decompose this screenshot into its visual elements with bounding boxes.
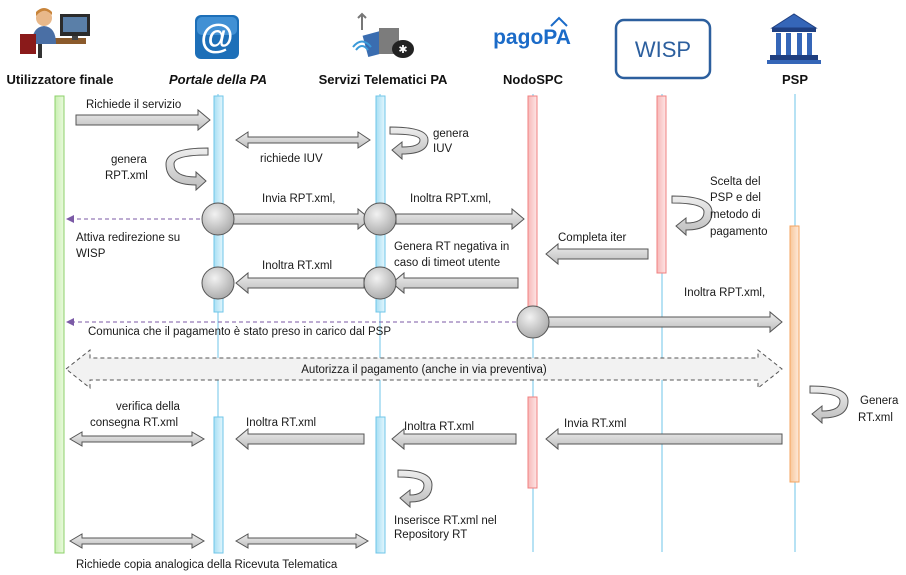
- actor-label-psp: PSP: [782, 72, 808, 87]
- bank-building-icon: [767, 13, 821, 64]
- msg-scelta-2: PSP e del: [710, 192, 761, 204]
- msg-genera-rpt-1: genera: [111, 154, 147, 166]
- pagopa-logo-icon: pagoPA: [493, 16, 571, 49]
- msg-completa-iter: Completa iter: [558, 232, 627, 244]
- node-portale-2: [201, 266, 235, 300]
- msg-scelta-4: pagamento: [710, 226, 768, 238]
- svg-text:✱: ✱: [398, 43, 407, 56]
- user-at-desk-icon: [20, 8, 90, 58]
- actor-label-nodo: NodoSPC: [503, 72, 564, 87]
- activation-utente: [54, 95, 65, 554]
- msg-attiva-redirezione-1: Attiva redirezione su: [76, 232, 180, 244]
- activation-portale-2: [213, 416, 224, 554]
- arrow-inoltra-rpt: [395, 207, 525, 231]
- msg-genera-rpt-2: RPT.xml: [105, 170, 148, 182]
- arrow-invia-rt: [545, 427, 783, 451]
- arrow-inoltra-rt-3: [391, 427, 517, 451]
- activation-nodo-2: [527, 396, 538, 489]
- loop-inserisce-rt: [397, 469, 433, 509]
- msg-genera-rt-negativa-1: Genera RT negativa in: [394, 241, 509, 253]
- node-nodo-1: [516, 305, 550, 339]
- arrow-autorizza-pagamento: [65, 348, 783, 390]
- msg-inoltra-rt-3: Inoltra RT.xml: [404, 421, 474, 433]
- msg-verifica-1: verifica della: [116, 401, 181, 413]
- actor-label-servizi: Servizi Telematici PA: [319, 72, 448, 87]
- activation-psp: [789, 225, 800, 483]
- wisp-box-icon: WISP: [614, 18, 712, 80]
- arrow-inoltra-rt-1: [235, 271, 365, 295]
- loop-scelta-psp: [671, 195, 713, 237]
- msg-autorizza: Autorizza il pagamento (anche in via pre…: [301, 364, 547, 376]
- svg-text:pagoPA: pagoPA: [493, 26, 571, 49]
- at-sign-portal-icon: @: [195, 15, 239, 59]
- msg-richiede-servizio: Richiede il servizio: [86, 99, 181, 111]
- arrow-inoltra-rpt-psp: [547, 310, 783, 334]
- msg-scelta-1: Scelta del: [710, 176, 761, 188]
- actor-label-utente: Utilizzatore finale: [7, 72, 114, 87]
- arrow-invia-rpt: [231, 207, 371, 231]
- msg-invia-rt: Invia RT.xml: [564, 418, 626, 430]
- msg-inoltra-rt-2: Inoltra RT.xml: [246, 417, 316, 429]
- msg-inserisce-rt-2: Repository RT: [394, 529, 467, 541]
- activation-servizi-2: [375, 416, 386, 554]
- loop-genera-rt: [809, 385, 849, 425]
- arrow-rt-negativa: [391, 271, 519, 295]
- node-servizi-1: [363, 202, 397, 236]
- msg-genera-iuv-1: genera: [433, 128, 469, 140]
- loop-genera-iuv: [389, 126, 429, 161]
- msg-genera-rt-negativa-2: caso di timeot utente: [394, 257, 500, 269]
- msg-attiva-redirezione-2: WISP: [76, 248, 106, 260]
- msg-genera-rt-1: Genera: [860, 395, 899, 407]
- msg-richiede-iuv: richiede IUV: [260, 153, 323, 165]
- dashed-arrowhead-comunica: [66, 318, 74, 326]
- loop-genera-rpt: [165, 147, 209, 192]
- arrow-inoltra-rt-2: [235, 427, 365, 451]
- msg-inoltra-rt-1: Inoltra RT.xml: [262, 260, 332, 272]
- svg-text:@: @: [200, 18, 233, 56]
- msg-copia-analogica: Richiede copia analogica della Ricevuta …: [76, 559, 338, 571]
- arrow-richiede-servizio: [75, 108, 211, 132]
- arrow-copia-analogica-2: [235, 533, 369, 549]
- activation-wisp: [656, 95, 667, 274]
- msg-inserisce-rt-1: Inserisce RT.xml nel: [394, 515, 497, 527]
- msg-genera-iuv-2: IUV: [433, 143, 453, 155]
- svg-text:WISP: WISP: [635, 37, 691, 62]
- msg-inoltra-rpt-psp: Inoltra RPT.xml,: [684, 287, 765, 299]
- actor-label-portale: Portale della PA: [169, 72, 267, 87]
- arrow-completa-iter: [545, 242, 649, 266]
- arrow-verifica-consegna: [69, 431, 205, 447]
- msg-genera-rt-2: RT.xml: [858, 412, 893, 424]
- arrow-richiede-iuv: [235, 131, 371, 149]
- node-portale-1: [201, 202, 235, 236]
- msg-comunica: Comunica che il pagamento è stato preso …: [88, 326, 391, 338]
- dashed-arrowhead-attiva: [66, 215, 74, 223]
- msg-verifica-2: consegna RT.xml: [90, 417, 178, 429]
- arrow-copia-analogica-1: [69, 533, 205, 549]
- msg-inoltra-rpt: Inoltra RPT.xml,: [410, 193, 491, 205]
- node-servizi-2: [363, 266, 397, 300]
- activation-nodo-1: [527, 95, 538, 311]
- msg-scelta-3: metodo di: [710, 209, 761, 221]
- telematic-services-icon: ✱: [352, 12, 414, 58]
- msg-invia-rpt: Invia RPT.xml,: [262, 193, 336, 205]
